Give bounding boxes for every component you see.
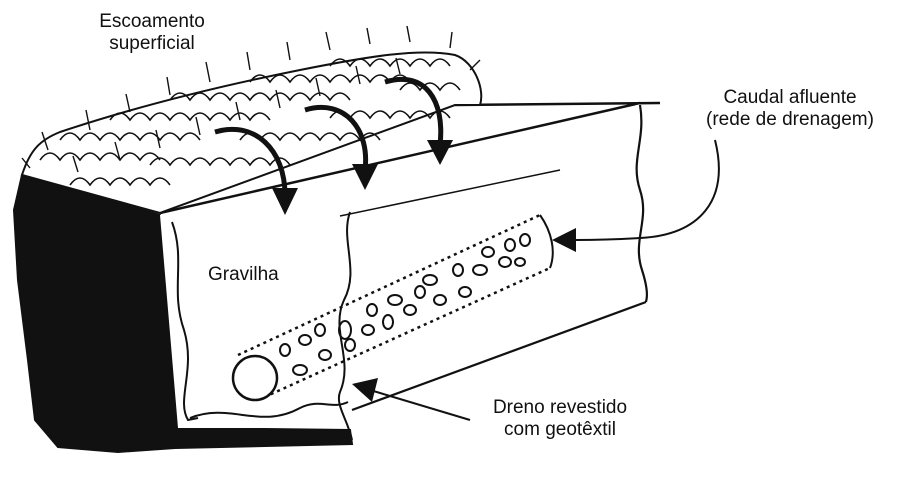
runoff-arrowheads	[272, 140, 453, 215]
section-top-cut	[339, 169, 561, 217]
pipe-perforations	[279, 233, 531, 376]
label-surface-runoff: Escoamento superficial	[99, 11, 205, 54]
drain-leader	[369, 389, 471, 421]
pipe-end-opening	[231, 354, 279, 402]
section-bottom-edge	[189, 401, 349, 419]
runoff-arrows	[214, 76, 444, 196]
section-left-edge	[171, 221, 199, 422]
arrow-up-left-icon	[352, 378, 378, 402]
trench-right-edge	[635, 104, 649, 303]
arrow-down-icon	[272, 188, 298, 215]
trench-front-face	[160, 105, 652, 428]
label-drain: Dreno revestido com geotêxtil	[492, 397, 628, 440]
label-gravel: Gravilha	[208, 264, 279, 285]
arrow-left-icon	[552, 228, 576, 252]
drain-pipe	[231, 213, 554, 402]
trench-back-edge	[454, 101, 661, 107]
label-inflow: Caudal afluente (rede de drenagem)	[706, 87, 874, 130]
inflow-leader	[574, 139, 720, 241]
arrow-down-icon	[427, 140, 453, 165]
arrow-down-icon	[352, 164, 378, 190]
grass-blades	[21, 25, 481, 173]
trench-top-edge	[159, 101, 641, 215]
trench-bottom-right-edge	[351, 300, 647, 412]
